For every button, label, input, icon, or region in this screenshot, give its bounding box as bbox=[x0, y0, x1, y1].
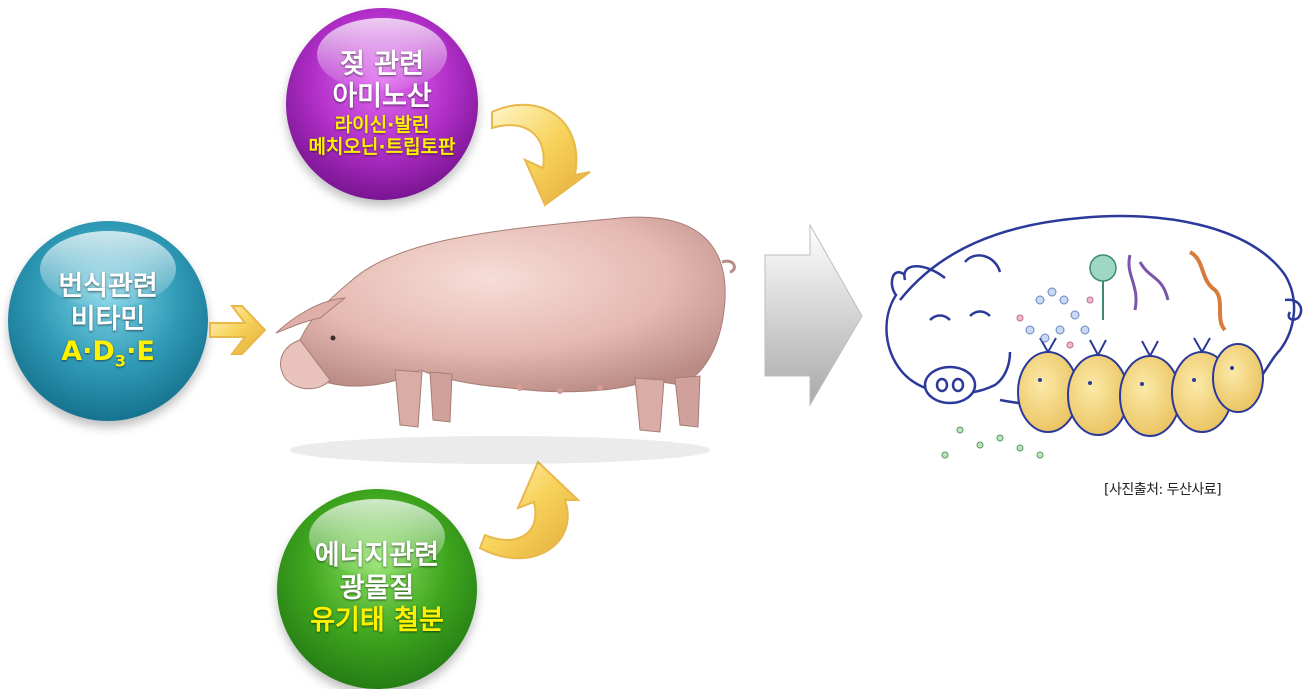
energy-ball-line3: 유기태 철분 bbox=[310, 605, 444, 637]
milk-ball-line2: 아미노산 bbox=[332, 81, 432, 113]
energy-ball-line1: 에너지관련 bbox=[314, 540, 440, 572]
photo-credit: [사진출처: 두산사료] bbox=[1104, 482, 1222, 498]
piglet bbox=[1212, 343, 1264, 413]
ball-highlight bbox=[316, 17, 448, 91]
ball-highlight bbox=[40, 231, 176, 307]
curved-arrow-down-icon bbox=[491, 103, 591, 207]
piglet bbox=[1119, 340, 1181, 437]
milk-ball-line1: 젖 관련 bbox=[340, 48, 424, 80]
breeding-ball-line3: A·D3·E bbox=[61, 335, 155, 371]
energy-ball-line2: 광물질 bbox=[339, 572, 415, 604]
ball-highlight bbox=[309, 499, 445, 575]
piglet bbox=[1067, 339, 1129, 436]
curved-arrow-up-icon bbox=[478, 460, 581, 560]
sow-pig-image bbox=[275, 216, 736, 464]
milk-ball-line3: 라이신·발린 bbox=[334, 113, 430, 136]
milk-ball-line4: 메치오닌·트립토판 bbox=[308, 136, 456, 159]
energy-mineral-ball: 에너지관련 광물질 유기태 철분 bbox=[277, 489, 477, 689]
piglet-group bbox=[1017, 337, 1264, 437]
breeding-ball-line1: 번식관련 bbox=[58, 271, 158, 303]
big-gray-arrow-icon bbox=[764, 223, 863, 407]
nutrient-molecule-decoration bbox=[941, 250, 1227, 459]
right-arrow-icon bbox=[209, 305, 267, 355]
milk-amino-acid-ball: 젖 관련 아미노산 라이신·발린 메치오닌·트립토판 bbox=[286, 8, 478, 200]
breeding-ball-line2: 비타민 bbox=[70, 303, 146, 335]
breeding-vitamin-ball: 번식관련 비타민 A·D3·E bbox=[8, 221, 208, 421]
